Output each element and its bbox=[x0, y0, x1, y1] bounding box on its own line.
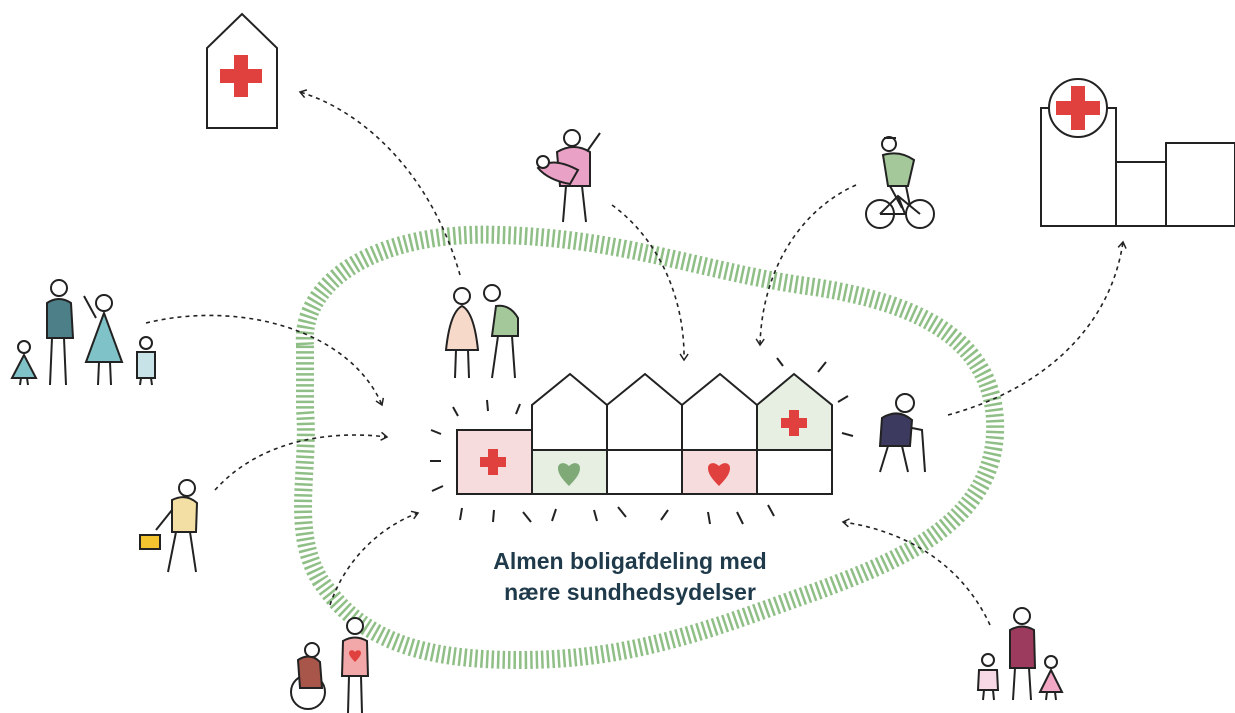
person-icon bbox=[46, 279, 75, 386]
neighbourhood-boundary bbox=[294, 225, 1005, 670]
cross-icon bbox=[1056, 86, 1100, 130]
person-with-briefcase bbox=[139, 479, 199, 573]
flow-arrows bbox=[145, 89, 1127, 626]
heart-icon bbox=[349, 650, 361, 662]
glow-rays bbox=[430, 357, 854, 525]
cross-icon bbox=[480, 449, 506, 475]
small-clinic-icon bbox=[206, 12, 278, 129]
diagram-caption: Almen boligafdeling med nære sundhedsyde… bbox=[440, 546, 820, 608]
person-icon bbox=[1009, 607, 1037, 701]
caption-line-1: Almen boligafdeling med bbox=[493, 548, 767, 574]
person-icon bbox=[136, 336, 156, 386]
family-group-right bbox=[976, 607, 1064, 701]
wheelchair-icon bbox=[290, 642, 326, 710]
cross-icon bbox=[220, 55, 262, 97]
dashed-arrow bbox=[947, 240, 1127, 416]
person-icon bbox=[83, 294, 124, 386]
housing-block-icon bbox=[430, 357, 854, 525]
person-icon bbox=[483, 284, 519, 379]
elderly-couple bbox=[444, 284, 519, 379]
dashed-arrow bbox=[329, 510, 420, 606]
heart-icon bbox=[708, 463, 730, 486]
heart-icon bbox=[558, 463, 580, 486]
caption-line-2: nære sundhedsydelser bbox=[504, 579, 756, 605]
dashed-arrow bbox=[145, 314, 385, 407]
cross-icon bbox=[781, 410, 807, 436]
person-icon bbox=[340, 617, 370, 713]
person-icon bbox=[976, 653, 1000, 701]
wheelchair-pair bbox=[290, 617, 370, 713]
family-group-left bbox=[10, 279, 156, 386]
bicycle-icon bbox=[865, 194, 935, 229]
person-icon bbox=[881, 136, 916, 209]
hospital-icon bbox=[1040, 78, 1235, 227]
person-icon bbox=[10, 340, 38, 386]
person-icon bbox=[1038, 655, 1064, 701]
cyclist bbox=[865, 136, 935, 229]
dashed-arrow bbox=[841, 518, 991, 626]
dashed-arrow bbox=[298, 89, 461, 276]
elderly-with-cane bbox=[878, 393, 926, 473]
person-icon bbox=[444, 287, 480, 379]
dashed-arrow bbox=[611, 204, 689, 362]
parent-carrying-child bbox=[536, 129, 601, 223]
dashed-arrow bbox=[755, 184, 857, 347]
